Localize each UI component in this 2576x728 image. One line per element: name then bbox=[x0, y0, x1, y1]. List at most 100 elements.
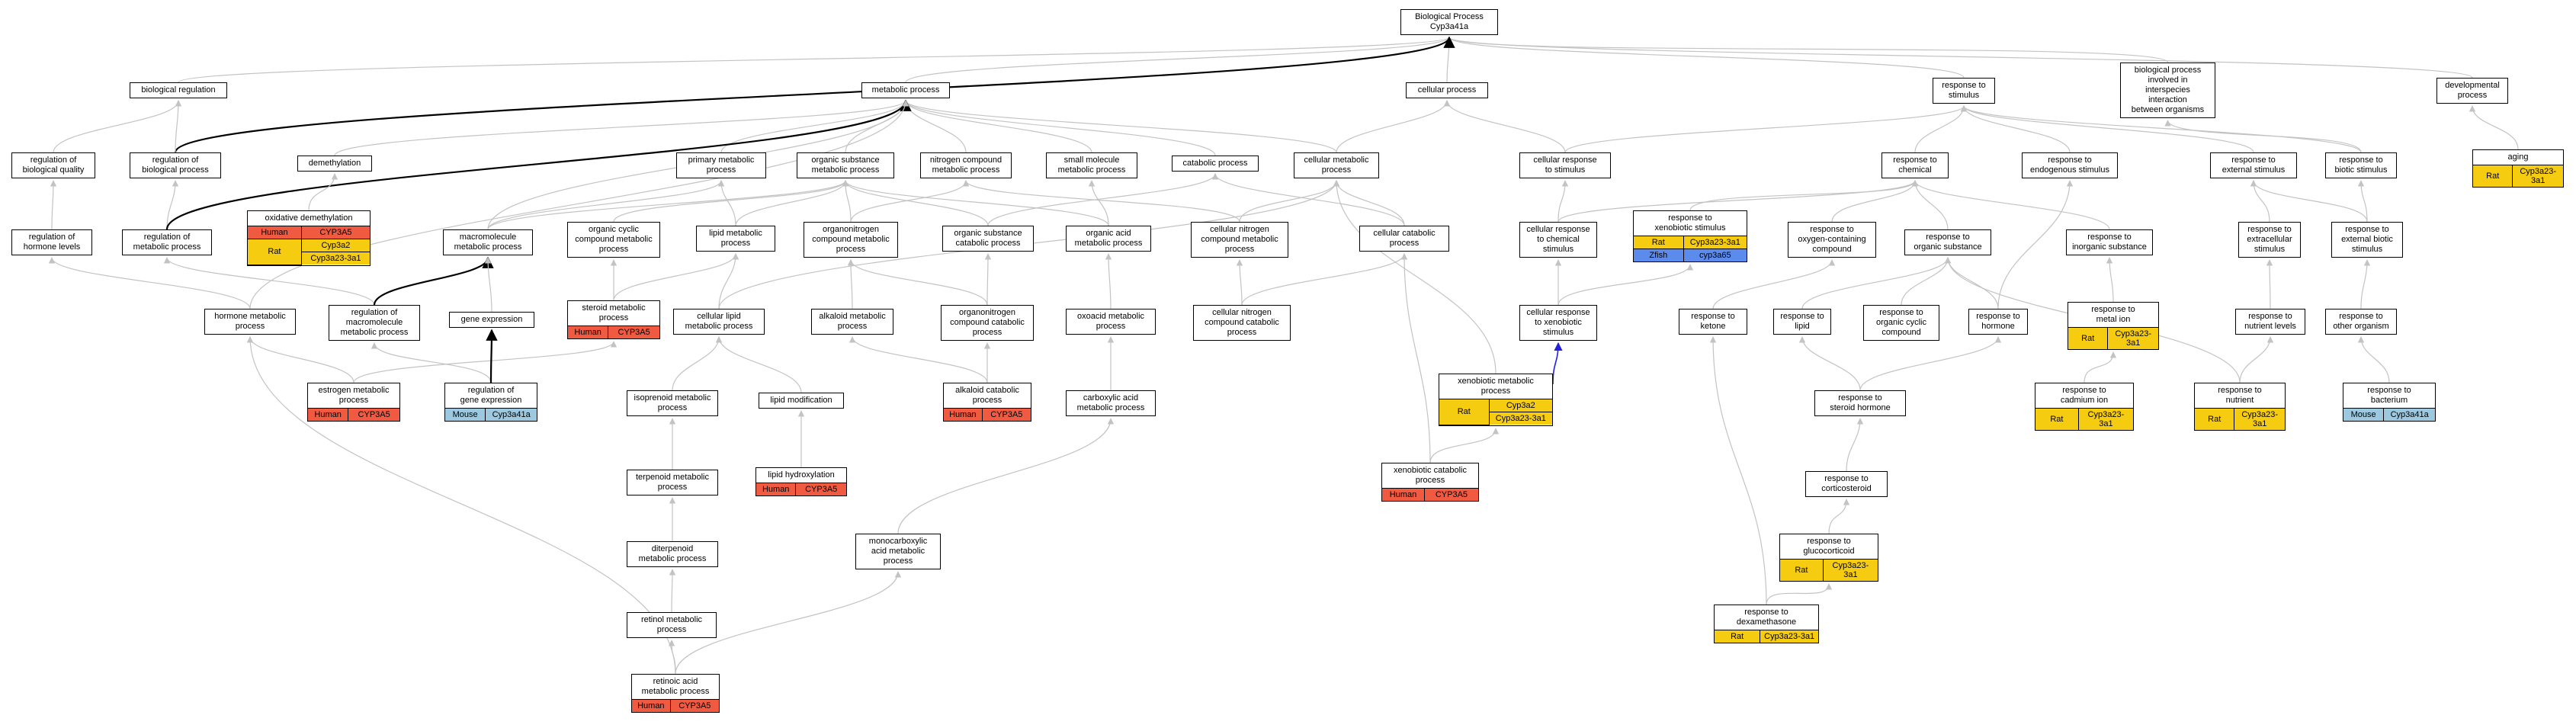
go-term-node[interactable]: metabolic process bbox=[861, 82, 950, 98]
go-term-node[interactable]: response to external biotic stimulus bbox=[2331, 222, 2403, 258]
is-a-edge bbox=[902, 100, 1216, 156]
go-term-node[interactable]: developmental process bbox=[2436, 78, 2508, 104]
go-term-node[interactable]: diterpenoid metabolic process bbox=[627, 541, 718, 567]
go-term-node[interactable]: gene expression bbox=[449, 312, 534, 328]
go-term-node[interactable]: organic cyclic compound metabolic proces… bbox=[567, 222, 660, 258]
go-term-node[interactable]: response to other organism bbox=[2325, 309, 2397, 335]
go-term-node[interactable]: response to organic cyclic compound bbox=[1863, 305, 1939, 341]
is-a-edge bbox=[1333, 180, 1405, 226]
go-term-node[interactable]: Biological Process Cyp3a41a bbox=[1400, 9, 1498, 35]
go-term-node[interactable]: cellular response to xenobiotic stimulus bbox=[1519, 305, 1597, 341]
is-a-edge bbox=[1960, 105, 2254, 153]
go-term-node[interactable]: alkaloid metabolic process bbox=[811, 309, 893, 335]
go-term-node[interactable]: organonitrogen compound metabolic proces… bbox=[804, 222, 898, 258]
go-term-node[interactable]: retinol metabolic process bbox=[627, 612, 717, 638]
go-term-node[interactable]: response to inorganic substance bbox=[2066, 229, 2153, 255]
go-term-node[interactable]: small molecule metabolic process bbox=[1046, 152, 1137, 178]
go-term-node[interactable]: response to lipid bbox=[1773, 309, 1831, 335]
go-term-node[interactable]: cellular response to chemical stimulus bbox=[1519, 222, 1597, 258]
go-term-node[interactable]: organic substance catabolic process bbox=[942, 226, 1034, 252]
go-term-node[interactable]: nitrogen compound metabolic process bbox=[920, 152, 1012, 178]
go-term-node[interactable]: lipid modification bbox=[759, 393, 844, 409]
go-term-node[interactable]: hormone metabolic process bbox=[204, 309, 296, 335]
gene-cell: CYP3A5 bbox=[300, 226, 370, 239]
go-term-node[interactable]: isoprenoid metabolic process bbox=[627, 390, 718, 416]
go-term-label: cellular lipid metabolic process bbox=[685, 312, 753, 331]
go-term-label: regulation of gene expression bbox=[460, 386, 522, 405]
go-term-node[interactable]: response to chemical bbox=[1881, 152, 1949, 178]
go-term-node[interactable]: catabolic process bbox=[1172, 156, 1259, 172]
go-term-label: response to dexamethasone bbox=[1736, 608, 1797, 627]
is-a-edge bbox=[178, 37, 1452, 83]
go-term-label: cellular response to stimulus bbox=[1533, 156, 1597, 175]
go-term-node[interactable]: primary metabolic process bbox=[676, 152, 766, 178]
go-term-node[interactable]: terpenoid metabolic process bbox=[627, 470, 718, 495]
go-term-node[interactable]: response to hormone bbox=[1968, 309, 2028, 335]
go-term-node[interactable]: organic substance metabolic process bbox=[797, 152, 894, 178]
go-term-node[interactable]: biological process involved in interspec… bbox=[2120, 63, 2215, 118]
go-term-node[interactable]: response to organic substance bbox=[1904, 229, 1991, 255]
go-term-node[interactable]: cellular metabolic process bbox=[1294, 152, 1379, 178]
go-term-node[interactable]: cellular lipid metabolic process bbox=[673, 309, 765, 335]
go-term-node[interactable]: lipid metabolic process bbox=[696, 226, 775, 252]
go-term-label: diterpenoid metabolic process bbox=[638, 544, 707, 563]
go-term-node[interactable]: response to corticosteroid bbox=[1805, 471, 1888, 497]
go-term-node[interactable]: response to nutrient levels bbox=[2235, 309, 2305, 335]
go-term-node[interactable]: oxoacid metabolic process bbox=[1066, 309, 1156, 335]
go-term-node[interactable]: cellular catabolic process bbox=[1359, 226, 1449, 252]
go-term-node[interactable]: organic acid metabolic process bbox=[1066, 226, 1151, 252]
go-term-node[interactable]: demethylation bbox=[297, 156, 372, 172]
go-term-node[interactable]: regulation of biological quality bbox=[11, 152, 95, 178]
go-term-label: response to metal ion bbox=[2091, 305, 2135, 324]
is-a-edge bbox=[984, 253, 992, 306]
go-term-node[interactable]: regulation of metabolic process bbox=[122, 229, 212, 255]
go-term-label: response to corticosteroid bbox=[1821, 474, 1872, 493]
is-a-edge bbox=[720, 100, 909, 153]
go-term-node[interactable]: regulation of macromolecule metabolic pr… bbox=[329, 305, 420, 341]
go-term-label: response to external stimulus bbox=[2222, 156, 2286, 175]
go-term-node[interactable]: response to stimulus bbox=[1933, 78, 1995, 104]
go-term-node[interactable]: organonitrogen compound catabolic proces… bbox=[941, 305, 1034, 341]
go-term-node[interactable]: response to extracellular stimulus bbox=[2238, 222, 2301, 258]
is-a-edge bbox=[1960, 105, 2362, 153]
go-term-node[interactable]: cellular response to stimulus bbox=[1519, 152, 1611, 178]
go-term-node[interactable]: regulation of hormone levels bbox=[11, 229, 92, 255]
go-term-label: catabolic process bbox=[1182, 159, 1248, 168]
go-term-node[interactable]: response to endogenous stimulus bbox=[2022, 152, 2118, 178]
go-term-node[interactable]: biological regulation bbox=[130, 82, 227, 98]
go-term-node[interactable]: carboxylic acid metabolic process bbox=[1066, 390, 1156, 416]
go-term-node[interactable]: response to biotic stimulus bbox=[2325, 152, 2397, 178]
go-term-node[interactable]: response to steroid hormone bbox=[1814, 390, 1906, 416]
species-cell: Rat bbox=[2195, 408, 2235, 430]
go-term-node[interactable]: response to oxygen-containing compound bbox=[1788, 222, 1876, 258]
go-term-label: organonitrogen compound catabolic proces… bbox=[950, 308, 1025, 337]
go-term-node[interactable]: monocarboxylic acid metabolic process bbox=[855, 534, 941, 569]
go-term-node[interactable]: macromolecule metabolic process bbox=[443, 229, 533, 255]
go-term-node[interactable]: cellular nitrogen compound catabolic pro… bbox=[1193, 305, 1291, 341]
go-term-node[interactable]: response to ketone bbox=[1679, 309, 1747, 335]
go-term-node[interactable]: cellular process bbox=[1406, 82, 1488, 98]
is-a-edge bbox=[1798, 336, 1861, 391]
go-term-node[interactable]: response to external stimulus bbox=[2210, 152, 2297, 178]
go-term-node[interactable]: regulation of biological process bbox=[130, 152, 221, 178]
go-term-node[interactable]: cellular nitrogen compound metabolic pro… bbox=[1191, 222, 1288, 258]
